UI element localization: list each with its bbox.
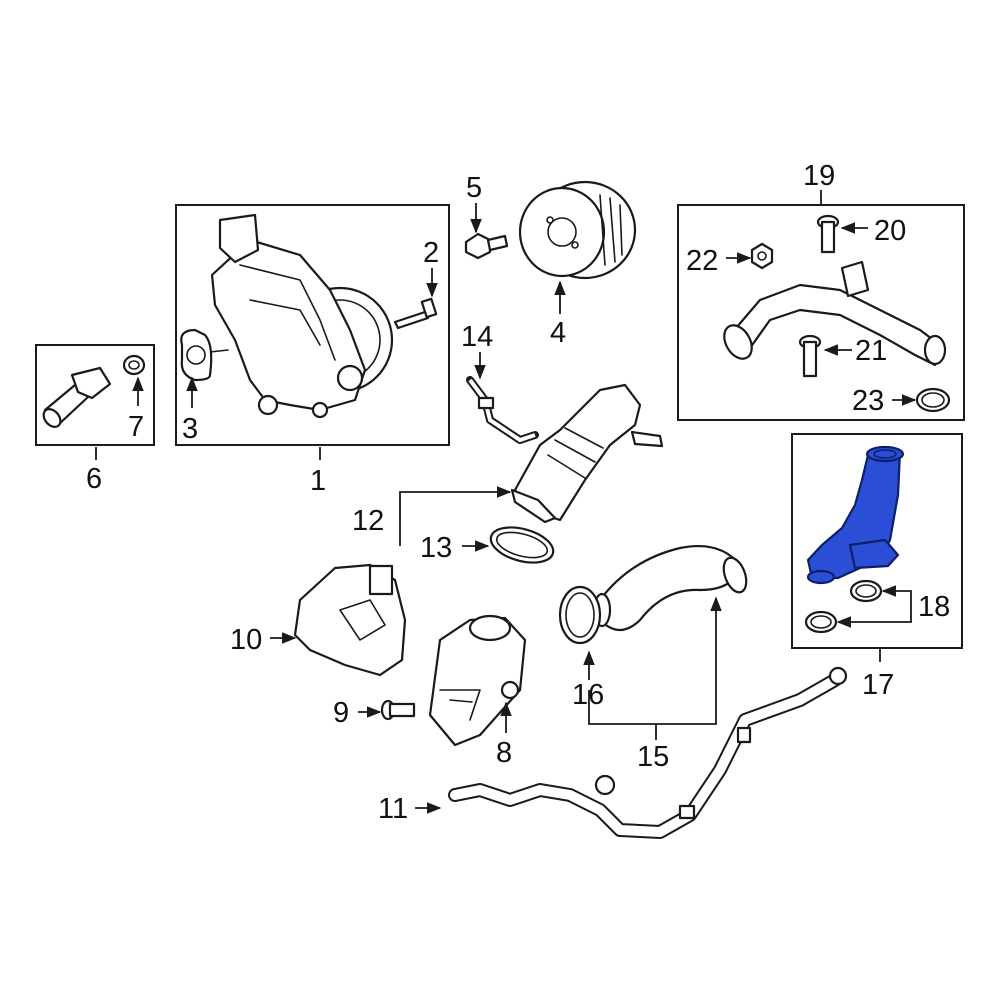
bolt-21[interactable] bbox=[798, 334, 822, 378]
pump-bolt[interactable] bbox=[393, 297, 438, 330]
oring-23[interactable] bbox=[915, 387, 951, 413]
callout-16[interactable]: 16 bbox=[572, 679, 604, 711]
clamp-13[interactable] bbox=[487, 521, 557, 568]
nut-22[interactable] bbox=[750, 242, 774, 270]
callout-20[interactable]: 20 bbox=[874, 215, 906, 247]
callout-18[interactable]: 18 bbox=[918, 591, 950, 623]
callout-15[interactable]: 15 bbox=[637, 741, 669, 773]
coolant-pipe-17-highlighted[interactable] bbox=[806, 445, 905, 585]
bolt-20[interactable] bbox=[816, 214, 840, 254]
group-box-6 bbox=[35, 344, 155, 446]
water-pump-assembly[interactable] bbox=[209, 213, 394, 419]
callout-19[interactable]: 19 bbox=[803, 160, 835, 192]
hose-14[interactable] bbox=[466, 376, 539, 444]
hose-15[interactable] bbox=[592, 544, 751, 632]
thermostat-8[interactable] bbox=[428, 614, 527, 747]
coolant-pipe-19[interactable] bbox=[719, 260, 947, 367]
callout-5[interactable]: 5 bbox=[466, 172, 482, 204]
callout-11[interactable]: 11 bbox=[378, 793, 408, 825]
group-box-17 bbox=[791, 433, 963, 649]
pulley-bolt[interactable] bbox=[464, 232, 509, 260]
group-box-1 bbox=[175, 204, 450, 446]
clamp-16[interactable] bbox=[558, 585, 602, 645]
callout-6[interactable]: 6 bbox=[86, 463, 102, 495]
callout-21[interactable]: 21 bbox=[855, 335, 887, 367]
seal-7[interactable] bbox=[122, 354, 146, 376]
callout-2[interactable]: 2 bbox=[423, 237, 439, 269]
group-box-19 bbox=[677, 204, 965, 421]
bolt-9[interactable] bbox=[380, 699, 416, 721]
hose-11[interactable] bbox=[448, 666, 848, 839]
thermostat-housing-12[interactable] bbox=[510, 383, 664, 524]
callout-17[interactable]: 17 bbox=[862, 669, 894, 701]
callout-4[interactable]: 4 bbox=[550, 317, 566, 349]
cover-10[interactable] bbox=[293, 563, 407, 677]
callout-13[interactable]: 13 bbox=[420, 532, 452, 564]
callout-22[interactable]: 22 bbox=[686, 245, 718, 277]
leader-lines bbox=[95, 190, 917, 814]
callout-14[interactable]: 14 bbox=[461, 321, 493, 353]
callout-23[interactable]: 23 bbox=[852, 385, 884, 417]
orings-18[interactable] bbox=[804, 579, 883, 634]
callout-labels: 1 2 3 4 5 6 7 8 9 10 11 12 13 14 15 16 1… bbox=[86, 160, 950, 825]
pump-gasket[interactable] bbox=[180, 328, 213, 382]
callout-1[interactable]: 1 bbox=[310, 465, 326, 497]
callout-8[interactable]: 8 bbox=[496, 737, 512, 769]
callout-10[interactable]: 10 bbox=[230, 624, 262, 656]
coolant-housing-6[interactable] bbox=[40, 366, 112, 430]
callout-7[interactable]: 7 bbox=[128, 411, 144, 443]
pump-pulley[interactable] bbox=[518, 180, 637, 280]
callout-3[interactable]: 3 bbox=[182, 413, 198, 445]
callout-9[interactable]: 9 bbox=[333, 697, 349, 729]
callout-12[interactable]: 12 bbox=[352, 505, 384, 537]
